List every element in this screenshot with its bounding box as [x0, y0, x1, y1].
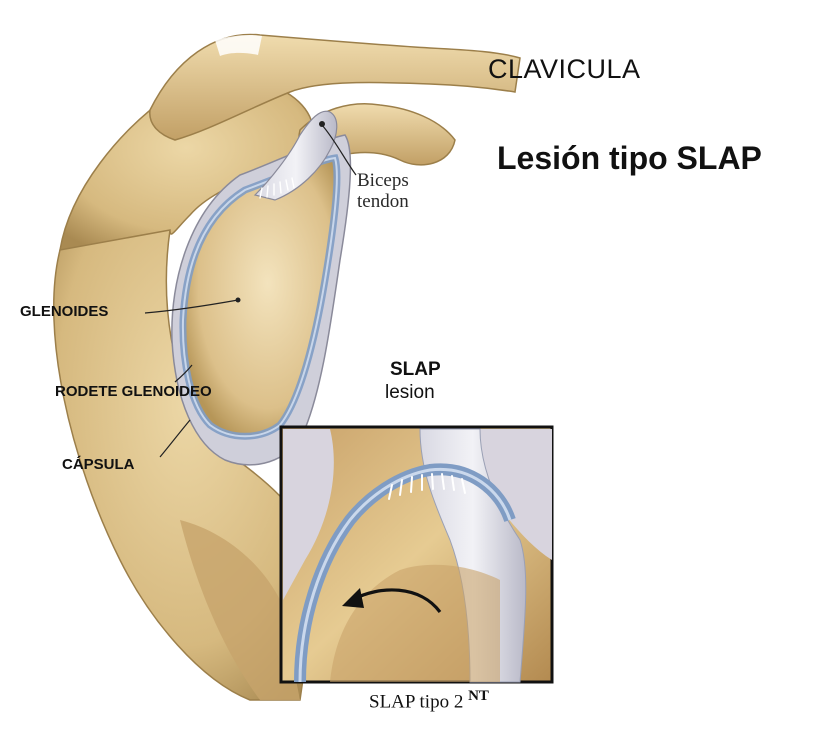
caption-superscript: NT: [468, 688, 489, 704]
caption-text: SLAP tipo 2: [369, 691, 463, 712]
inset-panel: [281, 427, 552, 682]
title: Lesión tipo SLAP: [497, 140, 762, 177]
label-rodete-glenoideo: RODETE GLENOIDEO: [55, 383, 212, 400]
caption: SLAP tipo 2 NT: [369, 688, 489, 713]
label-tendon: tendon: [357, 191, 409, 213]
label-biceps: Biceps: [357, 170, 409, 192]
label-slap: SLAP: [390, 359, 441, 381]
label-glenoides: GLENOIDES: [20, 303, 108, 320]
label-lesion: lesion: [385, 382, 435, 404]
label-capsula: CÁPSULA: [62, 456, 135, 473]
label-clavicula: CLAVICULA: [488, 54, 641, 85]
